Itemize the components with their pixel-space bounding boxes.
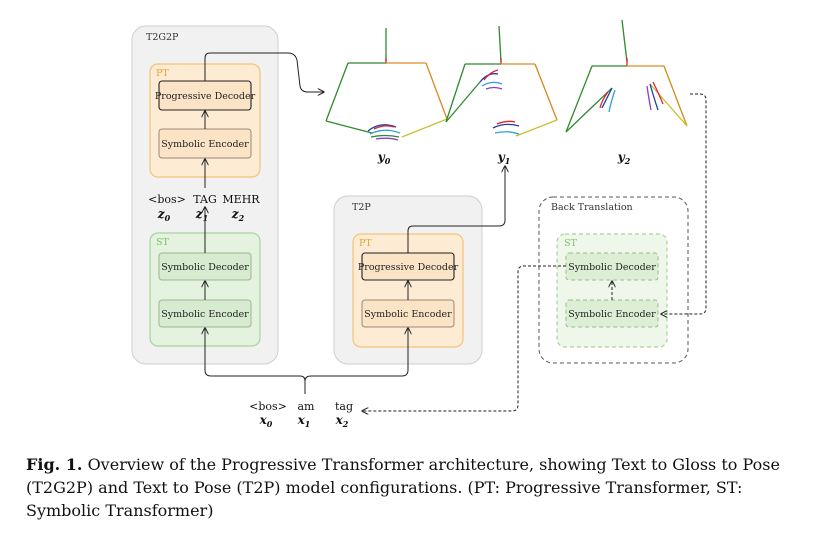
gloss-var-z0: z0 [157, 207, 171, 223]
figure-caption: Fig. 1. Overview of the Progressive Tran… [26, 453, 810, 522]
bt-symbolic-encoder-label: Symbolic Encoder [568, 309, 656, 320]
pose-label-y2: y2 [617, 150, 631, 166]
bt-symbolic-decoder-label: Symbolic Decoder [568, 262, 656, 273]
pose-label-y0: y0 [377, 150, 391, 166]
gloss-var-z2: z2 [231, 207, 245, 223]
gloss-token-0: <bos> [148, 193, 186, 206]
arrow-t2p-to-y1 [407, 166, 505, 253]
figure-caption-text: Overview of the Progressive Transformer … [26, 455, 780, 520]
pose-label-y1: y1 [497, 150, 511, 166]
t2g2p-st-label: ST [156, 237, 170, 248]
bt-st-label: ST [564, 238, 578, 249]
t2p-group: T2P PT Progressive Decoder Symbolic Enco… [333, 195, 483, 365]
text-var-x2: x2 [335, 413, 349, 429]
text-var-x1: x1 [297, 413, 311, 429]
t2g2p-symbolic-decoder-label: Symbolic Decoder [161, 262, 249, 273]
t2g2p-progressive-decoder-label: Progressive Decoder [155, 91, 256, 102]
text-token-0: <bos> [249, 400, 287, 413]
arrow-y2-to-bt-encoder [661, 93, 707, 314]
arrow-t2g2p-to-y0 [204, 52, 324, 92]
pose-y2 [565, 19, 688, 133]
text-token-1: am [298, 400, 316, 413]
bt-st-box [556, 233, 668, 348]
back-translation-title: Back Translation [551, 202, 633, 213]
t2p-symbolic-encoder-label: Symbolic Encoder [364, 309, 452, 320]
t2g2p-pt-label: PT [156, 68, 169, 79]
t2g2p-group: T2G2P PT Progressive Decoder Symbolic En… [131, 25, 279, 365]
pose-y1 [445, 25, 558, 137]
arrow-text-to-t2g2p [205, 328, 306, 394]
architecture-diagram: T2G2P PT Progressive Decoder Symbolic En… [131, 19, 707, 429]
arrow-text-to-t2p [304, 328, 408, 382]
t2g2p-symbolic-encoder-pt-label: Symbolic Encoder [161, 139, 249, 150]
text-var-x0: x0 [259, 413, 273, 429]
t2p-progressive-decoder-label: Progressive Decoder [358, 262, 459, 273]
arrow-bt-decoder-to-text [362, 265, 566, 411]
gloss-token-1: TAG [193, 193, 216, 206]
back-translation-group: Back Translation ST Symbolic Decoder Sym… [538, 196, 689, 364]
t2p-title: T2P [352, 202, 371, 213]
t2g2p-symbolic-encoder-st-label: Symbolic Encoder [161, 309, 249, 320]
text-token-2: tag [335, 400, 353, 413]
gloss-token-2: MEHR [222, 193, 260, 206]
figure-caption-label: Fig. 1. [26, 455, 83, 474]
pose-y0 [325, 28, 448, 141]
t2p-pt-label: PT [359, 238, 372, 249]
t2g2p-title: T2G2P [146, 32, 179, 43]
